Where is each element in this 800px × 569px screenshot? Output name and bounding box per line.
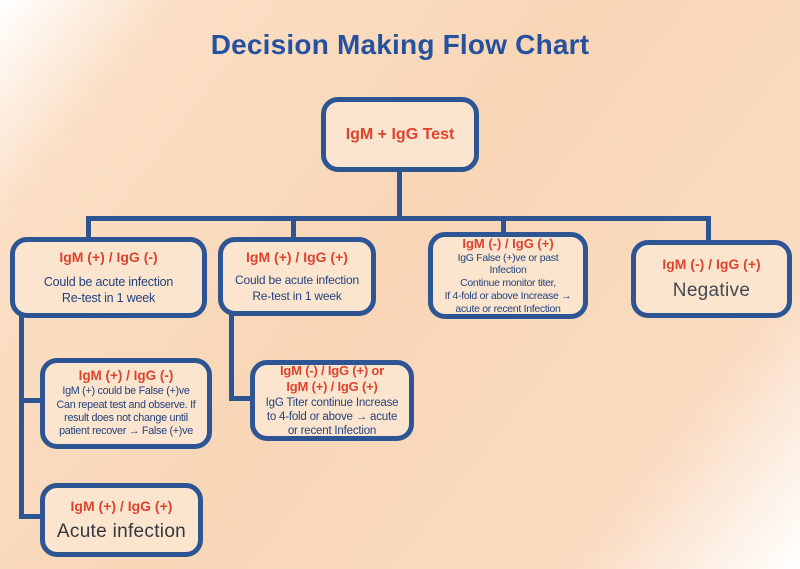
node-body: Could be acute infection Re-test in 1 we… — [235, 272, 359, 303]
connector-drop-branch2 — [291, 216, 296, 239]
node-body: Negative — [672, 280, 751, 301]
connector-middle-trunk — [229, 313, 234, 401]
node-header: IgM + IgG Test — [345, 125, 455, 143]
node-header: IgM (+) / IgG (-) — [78, 368, 174, 384]
node-header: IgM (-) / IgG (+) or IgM (+) / IgG (+) — [280, 362, 384, 394]
connector-left-stub-false-positive — [19, 398, 45, 403]
node-body: IgG Titer continue Increase to 4-fold or… — [265, 397, 399, 438]
node-igm-pos-igg-neg: IgM (+) / IgG (-) Could be acute infecti… — [10, 237, 207, 318]
connector-drop-branch4 — [706, 216, 711, 242]
node-acute-infection: IgM (+) / IgG (+) Acute infection — [40, 483, 203, 557]
node-body: IgG False (+)ve or past Infection Contin… — [444, 251, 572, 315]
node-root-igm-igg-test: IgM + IgG Test — [321, 97, 479, 172]
node-header: IgM (-) / IgG (+) — [462, 235, 554, 251]
connector-root-vertical — [397, 170, 402, 220]
node-header: IgM (+) / IgG (+) — [70, 497, 173, 514]
node-igm-pos-igg-pos: IgM (+) / IgG (+) Could be acute infecti… — [218, 237, 376, 316]
node-body: Acute infection — [56, 520, 187, 542]
node-titer-increase: IgM (-) / IgG (+) or IgM (+) / IgG (+) I… — [250, 360, 414, 441]
node-negative: IgM (-) / IgG (+) Negative — [631, 240, 792, 318]
node-header: IgM (+) / IgG (+) — [246, 248, 348, 265]
node-false-positive: IgM (+) / IgG (-) IgM (+) could be False… — [40, 358, 212, 449]
connector-left-trunk — [19, 315, 24, 519]
page-title: Decision Making Flow Chart — [210, 29, 590, 60]
connector-drop-branch3 — [501, 216, 506, 234]
node-body: IgM (+) could be False (+)ve Can repeat … — [56, 385, 196, 438]
node-header: IgM (-) / IgG (+) — [662, 256, 761, 272]
connector-drop-branch1 — [86, 216, 91, 239]
connector-main-horizontal — [86, 216, 711, 221]
connector-left-stub-acute — [19, 514, 45, 519]
node-body: Could be acute infection Re-test in 1 we… — [43, 274, 174, 305]
node-header: IgM (+) / IgG (-) — [59, 248, 158, 265]
connector-middle-stub-titer — [229, 396, 255, 401]
node-igm-neg-igg-pos-monitor: IgM (-) / IgG (+) IgG False (+)ve or pas… — [428, 232, 588, 319]
